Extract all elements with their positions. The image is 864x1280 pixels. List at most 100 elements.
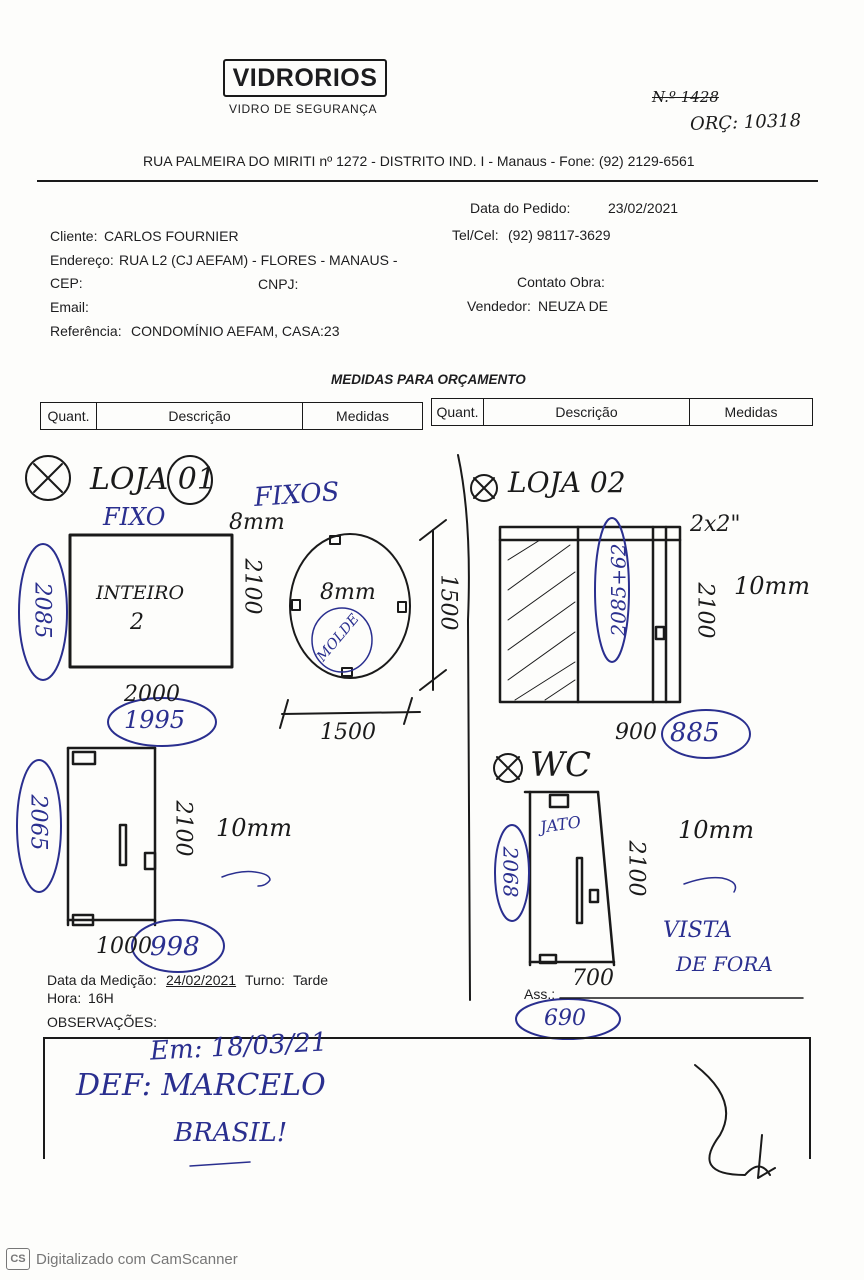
note-brasil: BRASIL! [174,1118,288,1148]
note-def: DEF: MARCELO [76,1068,326,1103]
w998-oval [131,919,225,973]
door-frame [66,746,157,927]
width-690: 690 [544,1006,586,1031]
page-divider-stroke [457,454,471,1001]
width-900: 900 [615,720,657,745]
email-label: Email: [50,299,89,315]
width-700: 700 [572,966,614,991]
header-divider [37,180,818,182]
obs-squiggle [694,1064,771,1176]
order-number-crossed: N.º 1428 [652,88,719,106]
client-address: RUA L2 (CJ AEFAM) - FLORES - MANAUS - [119,252,398,268]
observations-box [43,1037,811,1159]
fixos-note: FIXOS [253,477,341,513]
molde-loop [311,607,373,673]
inteiro-label: INTEIRO [96,582,185,604]
wc-title: WC [530,745,591,785]
obs-arrow [757,1134,776,1179]
thickness-10mm-wc: 10mm [678,816,755,844]
loja01-title: LOJA 01 [90,462,216,497]
door-stroke-2 [221,870,271,887]
measurement-date-label: Data da Medição: [47,972,157,988]
width-998: 998 [150,932,200,962]
h2085-oval [18,543,68,681]
p2085-oval [594,517,630,663]
height-2068: 2068 [498,846,523,898]
col-measures: Medidas [336,408,389,424]
col-description: Descrição [97,403,303,429]
scanner-footer: CS Digitalizado com CamScanner [6,1248,238,1270]
table-header-right: Quant. Descrição Medidas [431,398,813,426]
thickness-10mm-door: 10mm [216,814,293,842]
height-2085: 2085 [29,582,55,639]
col-description: Descrição [484,399,690,425]
phone-number: (92) 98117-3629 [508,227,611,243]
de-fora-note: DE FORA [676,952,773,976]
round-height-1500: 1500 [435,574,461,631]
loja02-marker [470,474,498,502]
hour-value: 16H [88,990,114,1006]
d2065-oval [16,759,62,893]
shift-value: Tarde [293,972,329,988]
storefront-frame [498,525,682,704]
cep-label: CEP: [50,275,83,291]
width-1000: 1000 [96,934,152,959]
company-logo: VIDRORIOS [223,59,387,97]
height-2100-loja01: 2100 [239,558,265,615]
company-address: RUA PALMEIRA DO MIRITI nº 1272 - DISTRIT… [143,153,695,169]
wc-stroke-2 [683,876,737,893]
round-width-1500: 1500 [320,720,376,745]
round-glass [279,519,447,729]
qty-2-loja01: 2 [130,610,144,635]
height-2065: 2065 [25,794,51,851]
height-2100-loja02: 2100 [692,582,718,639]
loja02-title: LOJA 02 [508,466,626,499]
width-2000: 2000 [124,682,180,707]
loja01-marker [25,455,71,501]
fixo-note: FIXO [103,503,166,531]
col-qty: Quant. [432,399,484,425]
table-header-left: Quant. Descrição Medidas [40,402,423,430]
address-label: Endereço: [50,252,114,268]
camscanner-icon: CS [6,1248,30,1270]
company-tagline: VIDRO DE SEGURANÇA [229,102,378,116]
height-2085-62: 2085+62 [606,543,631,637]
client-label: Cliente: [50,228,98,244]
col-measures: Medidas [724,404,778,420]
w690-oval [515,998,621,1040]
wc2068-oval [494,824,530,922]
reference-value: CONDOMÍNIO AEFAM, CASA:23 [131,323,340,339]
w1995-oval [107,697,217,747]
cnpj-label: CNPJ: [258,276,299,292]
note-underline [189,1161,251,1167]
order-date: 23/02/2021 [608,200,679,216]
site-contact-label: Contato Obra: [517,274,605,290]
measurement-date: 24/02/2021 [166,972,237,988]
w885-oval [661,709,751,759]
reference-label: Referência: [50,323,122,339]
section-title: MEDIDAS PARA ORÇAMENTO [331,372,526,387]
height-2100-door: 2100 [170,800,196,857]
seller-label: Vendedor: [467,298,531,314]
hour-label: Hora: [47,990,82,1006]
scanner-text: Digitalizado com CamScanner [36,1250,238,1268]
order-date-label: Data do Pedido: [470,200,571,216]
thickness-10mm-loja02: 10mm [734,572,811,600]
client-name: CARLOS FOURNIER [104,228,239,244]
shift-label: Turno: [245,972,285,988]
wc-door-frame [523,790,616,967]
signature-label: Ass.: [524,986,556,1002]
seller-name: NEUZA DE [538,298,609,314]
col-qty: Quant. [41,403,97,429]
round-glass-thickness: 8mm [320,580,376,605]
phone-label: Tel/Cel: [452,227,499,243]
tube-2x2: 2x2" [690,512,741,537]
width-885: 885 [670,718,720,748]
thickness-8mm: 8mm [229,510,285,535]
hatched-panel [507,539,576,701]
wc-marker [493,753,523,783]
width-1995: 1995 [124,706,186,734]
vista-note: VISTA [663,918,733,943]
height-2100-wc: 2100 [623,840,649,897]
